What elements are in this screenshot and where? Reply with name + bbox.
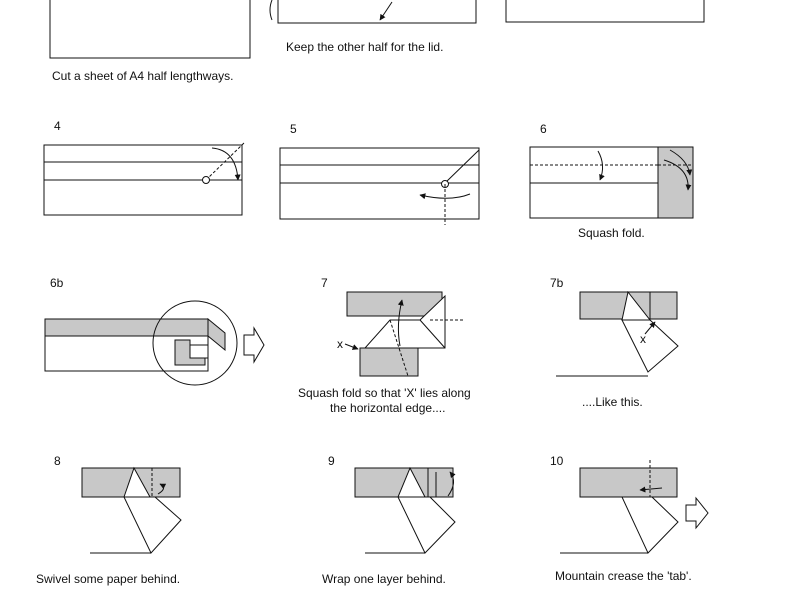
detail-circle-step-6b	[152, 300, 238, 386]
next-arrow-icon-step-6b	[243, 326, 265, 364]
grey-band-step-6b	[44, 318, 209, 337]
paper-sheet-step-1	[49, 0, 251, 59]
step-6: 6 Squash fold.	[529, 122, 694, 240]
step-4: 4	[43, 119, 245, 216]
step-number-10: 10	[550, 454, 564, 468]
arrow-step-2	[379, 1, 393, 21]
arrow-step-8	[157, 483, 167, 495]
step-number-7: 7	[321, 276, 328, 290]
caption-step-9: Wrap one layer behind.	[322, 572, 446, 586]
step-7b: 7b x ....Like this.	[550, 276, 679, 409]
step-number-8: 8	[54, 454, 61, 468]
step-5: 5	[279, 122, 480, 225]
step-number-6b: 6b	[50, 276, 64, 290]
step-number-5: 5	[290, 122, 297, 136]
caption-step-1: Cut a sheet of A4 half lengthways.	[52, 69, 233, 83]
caption-step-10: Mountain crease the 'tab'.	[555, 569, 692, 583]
arrow-step-7	[397, 299, 404, 347]
grey-flap-step-6	[657, 146, 694, 219]
arrow-step-6b	[663, 159, 692, 191]
step-number-4: 4	[54, 119, 61, 133]
grey-band-step-10	[579, 467, 678, 498]
caption-step-7-line-1: Squash fold so that 'X' lies along	[298, 386, 471, 400]
fold-arc-step-2	[269, 0, 273, 21]
step-number-9: 9	[328, 454, 335, 468]
grey-band-step-7	[346, 291, 443, 317]
step-8: 8 Swivel some paper behind.	[36, 454, 182, 586]
arrow-step-4	[211, 147, 241, 181]
grey-lower-flap-step-7	[359, 347, 419, 377]
arrow-step-5	[419, 193, 471, 200]
arrow-step-10	[639, 486, 663, 493]
step-7: 7 x Squash fold so that 'X' lies along t…	[298, 276, 471, 415]
step-3	[505, 0, 705, 23]
arrow-step-6c	[669, 149, 693, 176]
step-9: 9 Wrap one layer behind.	[322, 454, 456, 586]
reference-point-step-4	[202, 176, 210, 184]
marker-x-step-7b: x	[640, 332, 646, 346]
caption-step-8: Swivel some paper behind.	[36, 572, 180, 586]
step-6b: 6b	[44, 276, 265, 386]
arrow-step-6a	[597, 150, 605, 181]
marker-x-step-7: x	[337, 337, 343, 351]
caption-step-7b: ....Like this.	[582, 395, 643, 409]
fold-line-step-4	[205, 142, 245, 181]
caption-step-6: Squash fold.	[578, 226, 645, 240]
paper-sheet-step-2	[277, 0, 477, 24]
next-arrow-icon-step-10	[685, 496, 709, 530]
caption-step-2: Keep the other half for the lid.	[286, 40, 443, 54]
step-2: Keep the other half for the lid.	[269, 0, 477, 54]
step-1: Cut a sheet of A4 half lengthways.	[49, 0, 251, 83]
step-10: 10 Mountain crease the 'tab'.	[550, 454, 709, 583]
arrow-step-9	[447, 471, 456, 497]
paper-sheet-step-3	[505, 0, 705, 23]
step-number-6: 6	[540, 122, 547, 136]
step-number-7b: 7b	[550, 276, 564, 290]
caption-step-7-line-2: the horizontal edge....	[330, 401, 445, 415]
